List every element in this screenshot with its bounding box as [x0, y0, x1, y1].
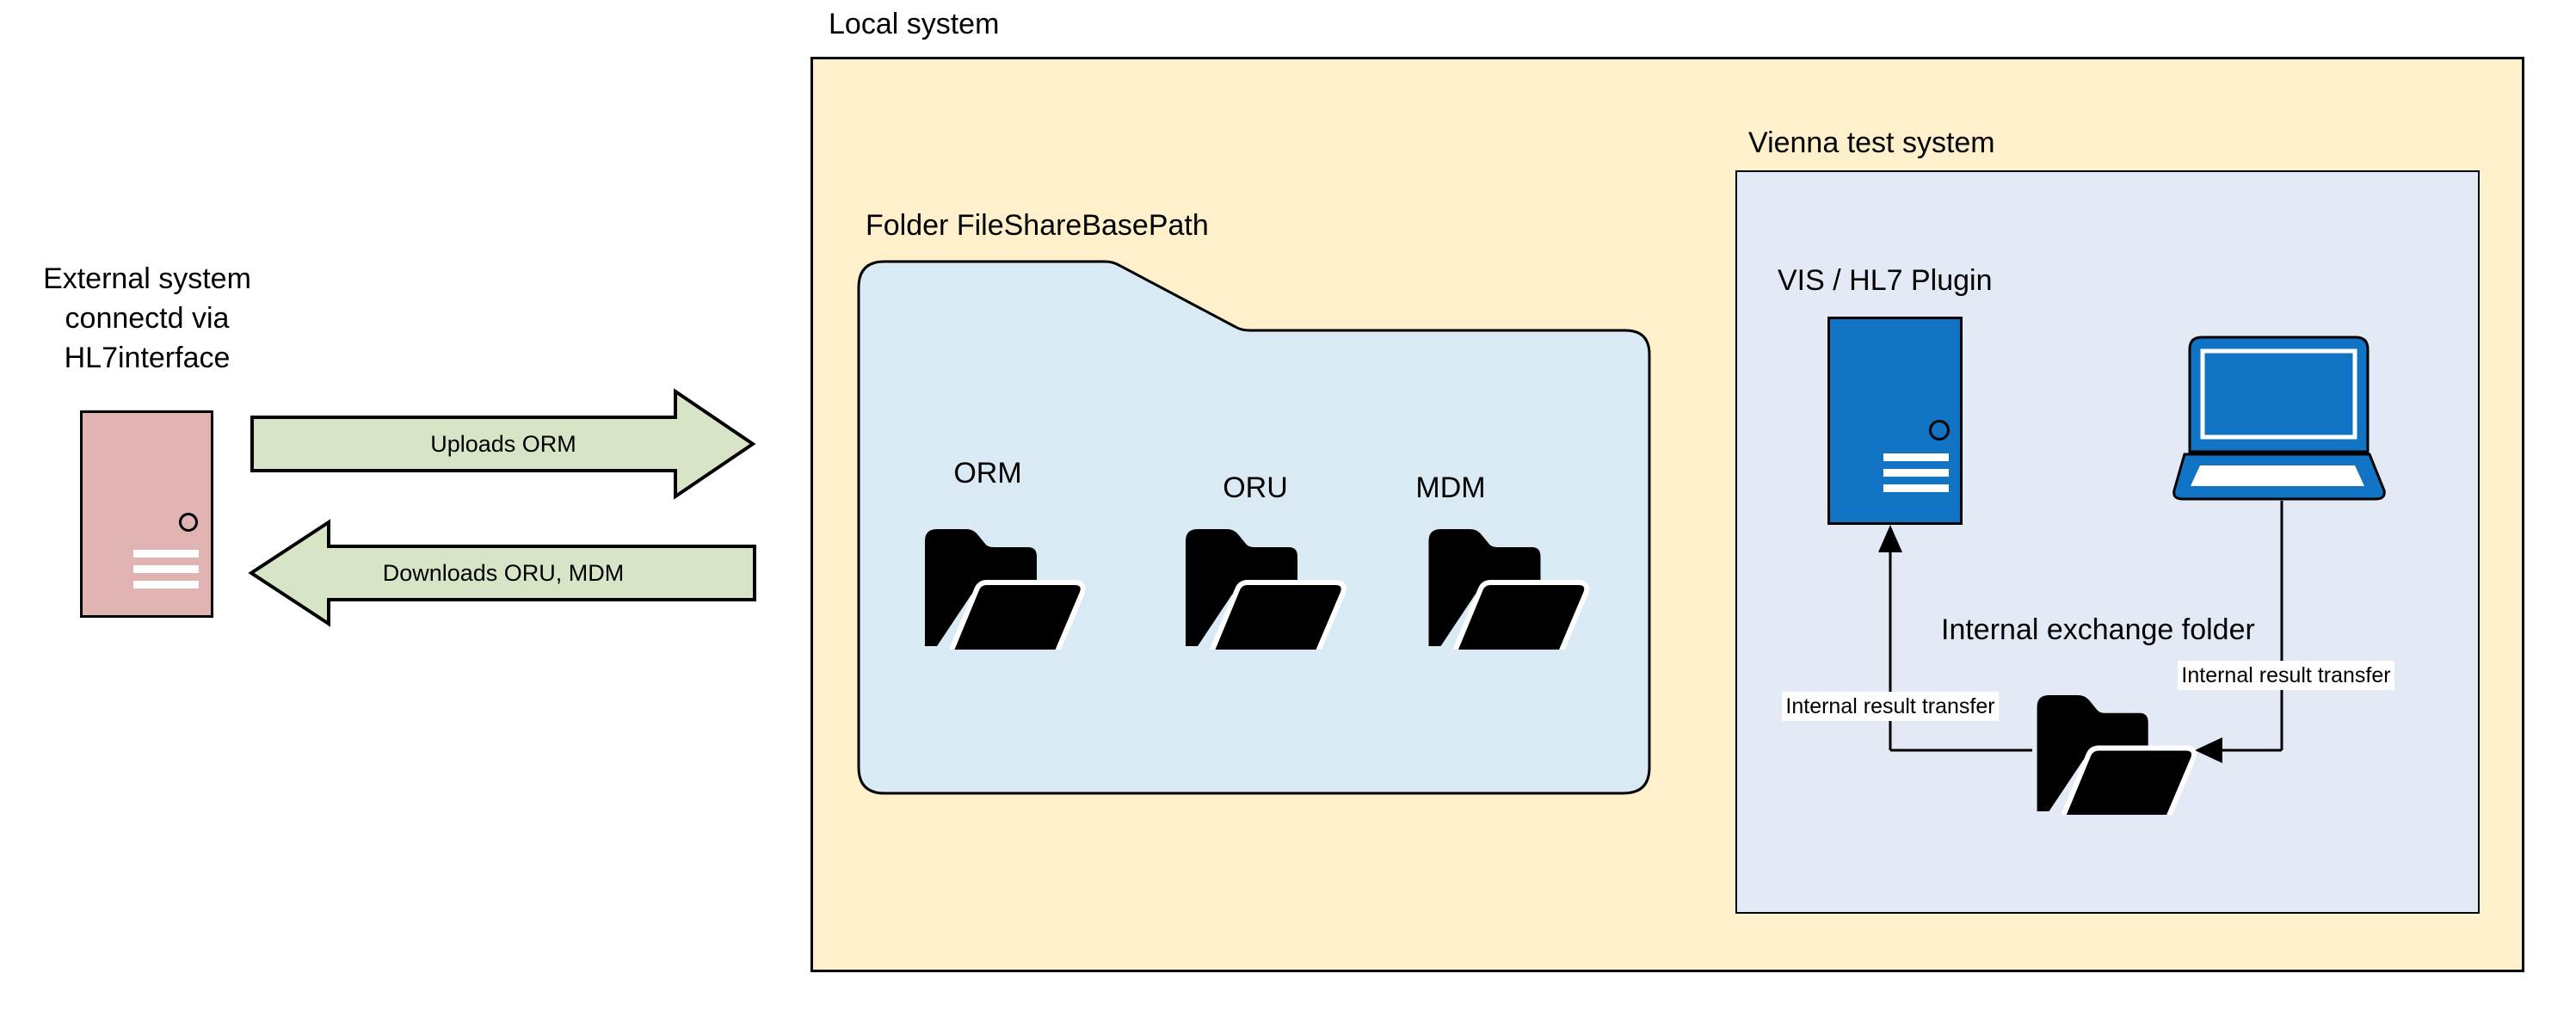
- subfolder-label-mdm: MDM: [1415, 471, 1486, 504]
- external-system-label: External system connectd via HL7interfac…: [18, 259, 276, 378]
- download-arrow-icon: [248, 519, 756, 627]
- local-system-label: Local system: [829, 8, 1000, 40]
- server-vent-bar-icon: [133, 581, 199, 588]
- folder-icon-orm: [914, 522, 1088, 650]
- external-system-label-line1: External system: [43, 262, 251, 295]
- download-arrow-label: Downloads ORU, MDM: [382, 560, 625, 586]
- server-vent-bar-icon: [1883, 469, 1949, 477]
- server-power-circle-icon: [179, 513, 198, 532]
- folder-icon-oru: [1175, 522, 1347, 650]
- server-vent-bar-icon: [133, 550, 199, 558]
- server-vent-bar-icon: [133, 565, 199, 573]
- internal-exchange-folder-label: Internal exchange folder: [1941, 613, 2255, 646]
- vienna-test-system-label: Vienna test system: [1748, 126, 1995, 159]
- server-power-circle-icon: [1929, 420, 1950, 441]
- internal-transfer-connectors: [1878, 501, 2283, 763]
- internal-result-transfer-label-left: Internal result transfer: [1782, 692, 1999, 721]
- file-share-base-path-folder-shape: [857, 260, 1651, 795]
- laptop-icon: [2172, 336, 2386, 501]
- external-system-label-line2: connectd via: [65, 302, 230, 335]
- upload-arrow-label: Uploads ORM: [430, 431, 576, 457]
- folder-icon-mdm: [1418, 522, 1591, 650]
- external-server-icon: [80, 410, 213, 618]
- subfolder-label-orm: ORM: [953, 457, 1022, 490]
- internal-exchange-folder-icon: [2026, 688, 2198, 815]
- file-share-base-path-label: Folder FileShareBasePath: [866, 209, 1209, 242]
- external-system-label-line3: HL7interface: [64, 342, 231, 374]
- server-vent-bar-icon: [1883, 484, 1949, 492]
- vis-hl7-plugin-label: VIS / HL7 Plugin: [1778, 264, 1993, 297]
- vis-hl7-plugin-server-icon: [1827, 317, 1963, 525]
- subfolder-label-oru: ORU: [1223, 471, 1288, 504]
- server-vent-bar-icon: [1883, 453, 1949, 461]
- upload-arrow-icon: [250, 388, 756, 500]
- internal-result-transfer-label-right: Internal result transfer: [2178, 661, 2394, 690]
